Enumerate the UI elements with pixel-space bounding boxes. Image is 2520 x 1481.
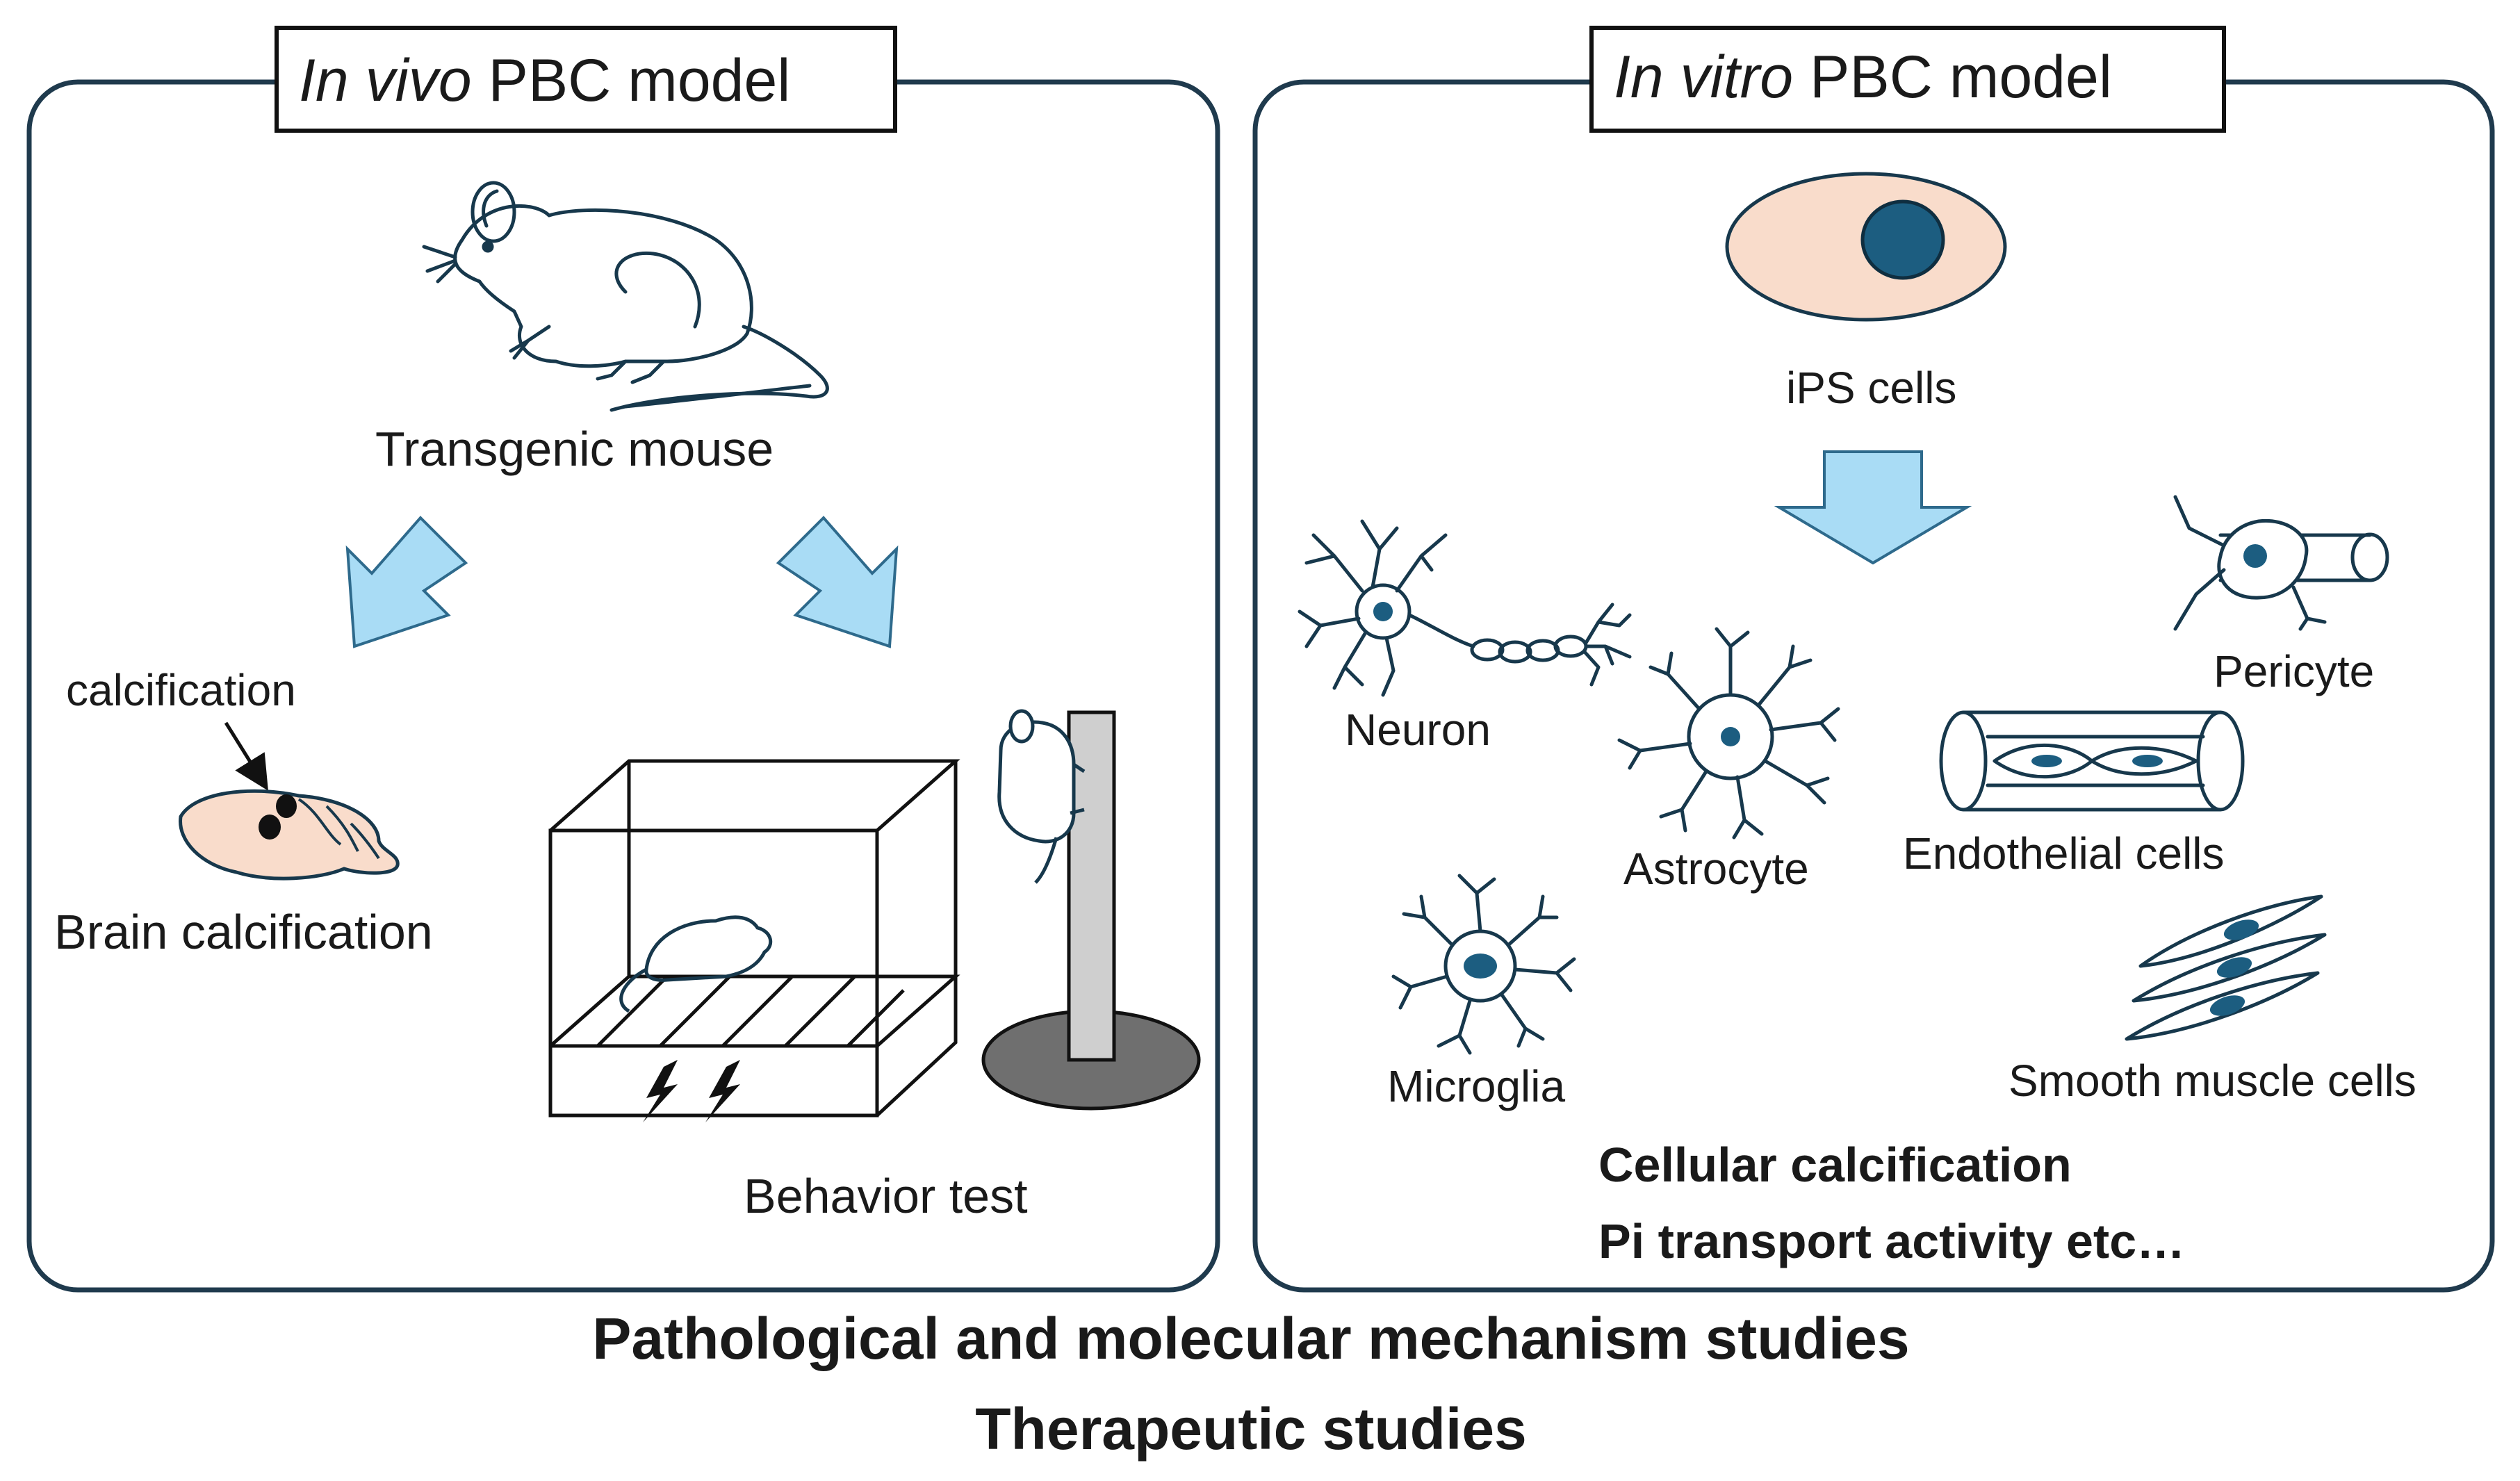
pericyte-icon bbox=[2173, 495, 2389, 631]
calcification-arrow bbox=[224, 721, 268, 791]
neuron-icon bbox=[1298, 519, 1632, 697]
neuron-label: Neuron bbox=[1345, 705, 1491, 755]
cage-icon bbox=[548, 759, 960, 1122]
astrocyte-icon bbox=[1617, 627, 1840, 840]
cellular-calcification-text: Cellular calcification bbox=[1598, 1138, 2072, 1192]
ips-label: iPS cells bbox=[1786, 363, 1956, 413]
in-vitro-title: In vitro PBC model bbox=[1614, 44, 2112, 111]
smooth-muscle-label: Smooth muscle cells bbox=[2008, 1056, 2416, 1106]
mouse-icon bbox=[422, 181, 829, 412]
in-vitro-panel: In vitro PBC model iPS cells Neuron bbox=[1252, 26, 2495, 1293]
smooth-muscle-icon bbox=[2125, 894, 2327, 1041]
pole-test-icon bbox=[981, 709, 1201, 1111]
footer-line-1: Pathological and molecular mechanism stu… bbox=[592, 1306, 1909, 1371]
down-arrow-icon bbox=[1774, 450, 1972, 565]
calcification-label: calcification bbox=[66, 665, 296, 715]
microglia-icon bbox=[1391, 874, 1576, 1055]
brain-label: Brain calcification bbox=[54, 905, 433, 959]
mouse-label: Transgenic mouse bbox=[375, 422, 774, 476]
astrocyte-label: Astrocyte bbox=[1623, 844, 1809, 894]
microglia-label: Microglia bbox=[1387, 1061, 1565, 1111]
footer-line-2: Therapeutic studies bbox=[975, 1396, 1527, 1462]
endothelial-icon bbox=[1939, 710, 2245, 812]
down-arrow-icon bbox=[776, 516, 899, 648]
in-vivo-panel: In vivo PBC model Transgenic mouse calci… bbox=[26, 26, 1220, 1293]
behavior-label: Behavior test bbox=[744, 1169, 1028, 1223]
pi-transport-text: Pi transport activity etc… bbox=[1598, 1214, 2185, 1268]
down-arrow-icon bbox=[345, 516, 468, 648]
brain-icon bbox=[179, 789, 400, 881]
endothelial-label: Endothelial cells bbox=[1903, 828, 2225, 878]
pericyte-label: Pericyte bbox=[2214, 646, 2374, 696]
in-vivo-title: In vivo PBC model bbox=[299, 47, 790, 114]
ips-cell-icon bbox=[1725, 172, 2007, 322]
